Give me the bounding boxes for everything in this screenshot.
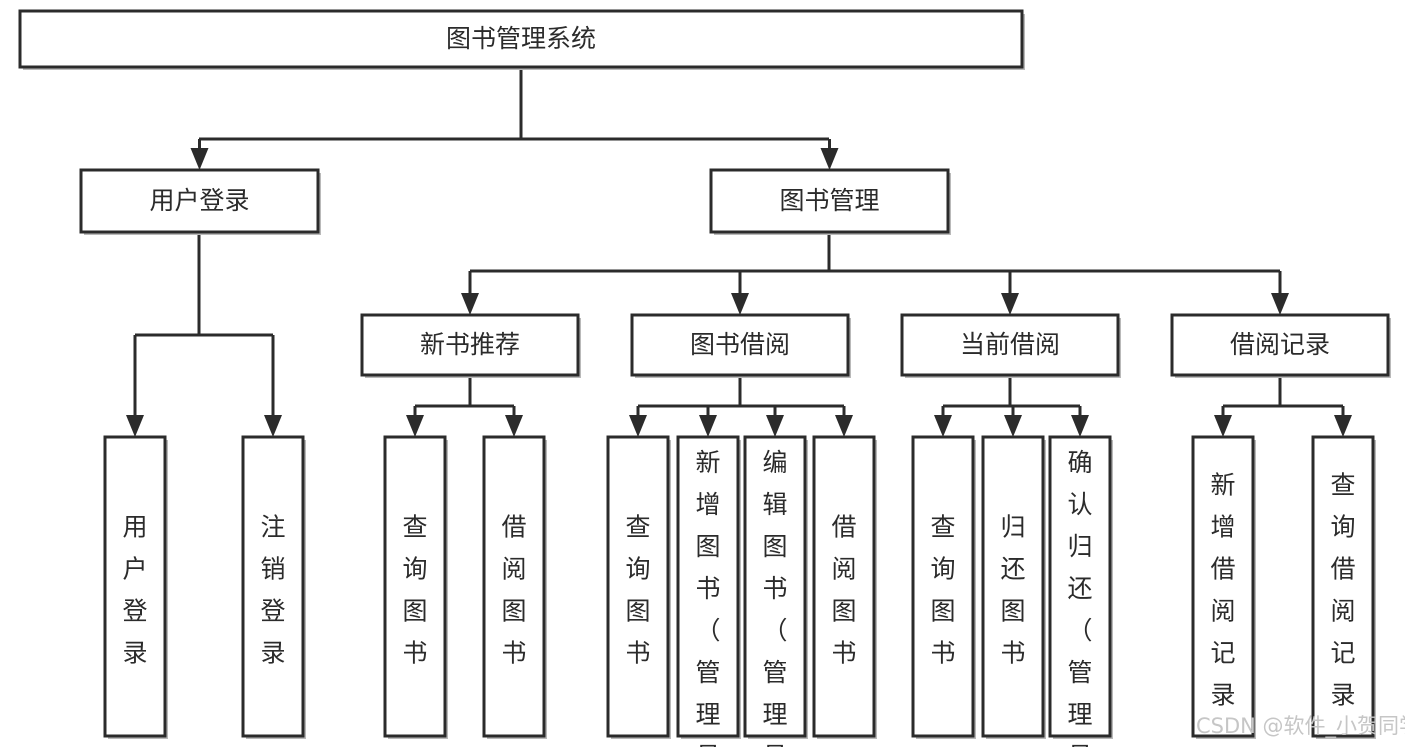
arrow-book-management-head — [820, 148, 839, 170]
node-user-login-do[interactable]: 用户登录 — [103, 435, 167, 738]
arrow-user-login-do-head — [126, 415, 144, 437]
node-label-new-book-recommend: 新书推荐 — [420, 330, 520, 359]
arrow-borrow-borrow-book-head — [835, 415, 853, 437]
node-label-user-login-do: 用户登录 — [122, 512, 147, 667]
node-label-recommend-borrow-book: 借阅图书 — [501, 512, 526, 667]
arrow-record-add-head — [1214, 415, 1232, 437]
node-box-current-query-book[interactable] — [911, 435, 975, 738]
node-label-record-add: 新增借阅记录 — [1210, 470, 1235, 709]
arrow-recommend-borrow-book-head — [505, 415, 523, 437]
node-record-add[interactable]: 新增借阅记录 — [1191, 435, 1255, 738]
node-user-logout[interactable]: 注销登录 — [241, 435, 305, 738]
arrow-current-confirm-return-head — [1071, 415, 1089, 437]
node-label-current-confirm-return: 确认归还（管理员） — [1067, 448, 1092, 747]
node-label-borrow-add-book: 新增图书（管理员） — [695, 448, 720, 747]
node-label-borrow-borrow-book: 借阅图书 — [831, 512, 856, 667]
node-box-book-management[interactable] — [709, 168, 950, 234]
node-recommend-query-book[interactable]: 查询图书 — [383, 435, 447, 738]
arrow-current-return-book-head — [1004, 415, 1022, 437]
node-box-user-login-do[interactable] — [103, 435, 167, 738]
node-box-recommend-borrow-book[interactable] — [482, 435, 546, 738]
node-record-query[interactable]: 查询借阅记录 — [1311, 435, 1375, 738]
node-borrow-record[interactable]: 借阅记录 — [1170, 313, 1390, 377]
node-root[interactable]: 图书管理系统 — [18, 9, 1024, 69]
node-box-borrow-record[interactable] — [1170, 313, 1390, 377]
node-box-current-borrow[interactable] — [900, 313, 1120, 377]
node-book-management[interactable]: 图书管理 — [709, 168, 950, 234]
arrow-borrow-edit-book-head — [766, 415, 784, 437]
node-box-new-book-recommend[interactable] — [360, 313, 580, 377]
node-label-user-login: 用户登录 — [149, 186, 249, 215]
node-box-record-query[interactable] — [1311, 435, 1375, 738]
arrow-current-query-book-head — [934, 415, 952, 437]
arrow-user-logout-head — [264, 415, 282, 437]
node-current-borrow[interactable]: 当前借阅 — [900, 313, 1120, 377]
node-box-record-add[interactable] — [1191, 435, 1255, 738]
node-label-recommend-query-book: 查询图书 — [402, 512, 427, 667]
connector-layer — [126, 67, 1352, 437]
node-borrow-edit-book[interactable]: 编辑图书（管理员） — [743, 435, 807, 747]
node-current-confirm-return[interactable]: 确认归还（管理员） — [1048, 435, 1112, 747]
node-book-borrow[interactable]: 图书借阅 — [630, 313, 850, 377]
node-layer: 图书管理系统用户登录用户登录注销登录图书管理新书推荐查询图书借阅图书图书借阅查询… — [18, 9, 1391, 747]
node-box-recommend-query-book[interactable] — [383, 435, 447, 738]
node-box-user-login[interactable] — [79, 168, 320, 234]
node-label-root: 图书管理系统 — [446, 24, 596, 53]
watermark-text: CSDN @软件_小贺同学 — [1196, 714, 1405, 739]
node-box-user-logout[interactable] — [241, 435, 305, 738]
arrow-borrow-record-head — [1271, 293, 1289, 315]
node-current-query-book[interactable]: 查询图书 — [911, 435, 975, 738]
node-box-borrow-edit-book[interactable] — [743, 435, 807, 738]
arrow-current-borrow-head — [1001, 293, 1019, 315]
node-current-return-book[interactable]: 归还图书 — [981, 435, 1045, 738]
arrow-borrow-query-book-head — [629, 415, 647, 437]
node-box-current-confirm-return[interactable] — [1048, 435, 1112, 738]
arrow-recommend-query-book-head — [406, 415, 424, 437]
node-recommend-borrow-book[interactable]: 借阅图书 — [482, 435, 546, 738]
arrow-book-borrow-head — [731, 293, 749, 315]
node-label-user-logout: 注销登录 — [260, 512, 285, 667]
node-box-book-borrow[interactable] — [630, 313, 850, 377]
node-box-root[interactable] — [18, 9, 1024, 69]
node-label-borrow-record: 借阅记录 — [1230, 330, 1330, 359]
node-label-book-borrow: 图书借阅 — [690, 330, 790, 359]
arrow-user-login-head — [190, 148, 209, 170]
node-borrow-query-book[interactable]: 查询图书 — [606, 435, 670, 738]
node-label-book-management: 图书管理 — [779, 186, 879, 215]
node-label-current-query-book: 查询图书 — [930, 512, 955, 667]
node-box-borrow-borrow-book[interactable] — [812, 435, 876, 738]
node-box-borrow-query-book[interactable] — [606, 435, 670, 738]
arrow-borrow-add-book-head — [699, 415, 717, 437]
node-user-login[interactable]: 用户登录 — [79, 168, 320, 234]
watermark: CSDN @软件_小贺同学 — [1196, 714, 1405, 739]
arrow-record-query-head — [1334, 415, 1352, 437]
node-label-borrow-edit-book: 编辑图书（管理员） — [762, 448, 787, 747]
node-label-record-query: 查询借阅记录 — [1330, 470, 1355, 709]
node-new-book-recommend[interactable]: 新书推荐 — [360, 313, 580, 377]
node-borrow-add-book[interactable]: 新增图书（管理员） — [676, 435, 740, 747]
node-label-current-borrow: 当前借阅 — [960, 330, 1060, 359]
node-borrow-borrow-book[interactable]: 借阅图书 — [812, 435, 876, 738]
arrow-new-book-recommend-head — [461, 293, 479, 315]
node-label-borrow-query-book: 查询图书 — [625, 512, 650, 667]
node-box-borrow-add-book[interactable] — [676, 435, 740, 738]
node-box-current-return-book[interactable] — [981, 435, 1045, 738]
node-label-current-return-book: 归还图书 — [1000, 512, 1025, 667]
